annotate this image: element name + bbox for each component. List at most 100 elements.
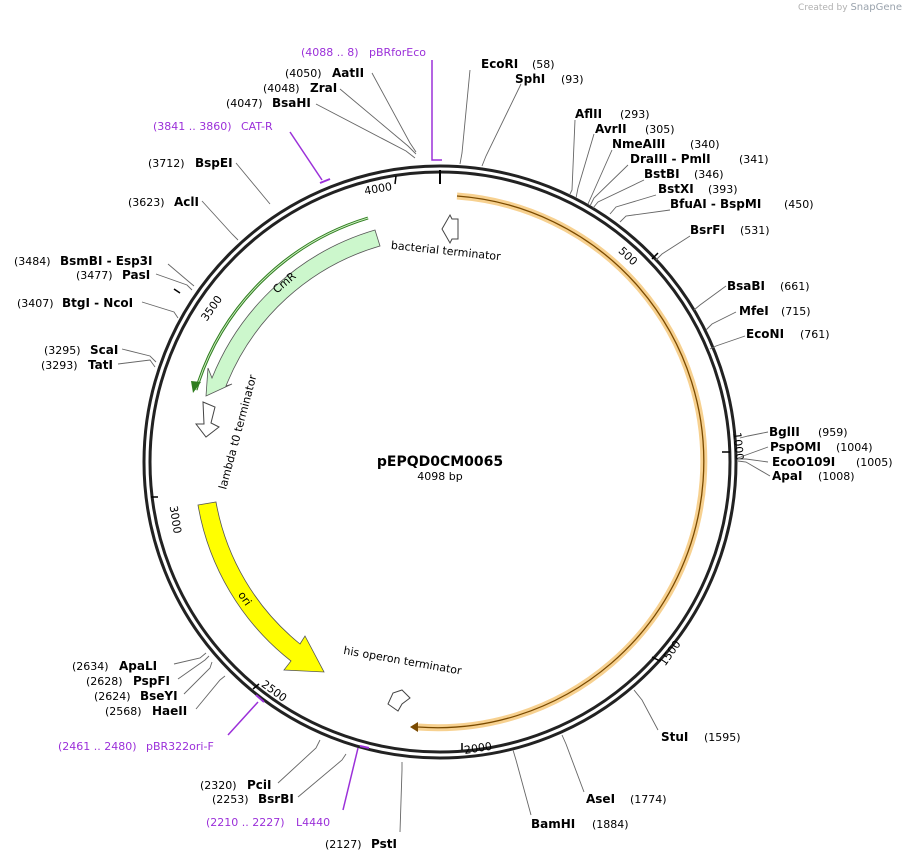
svg-text:ApaI: ApaI xyxy=(772,469,802,483)
svg-text:(450): (450) xyxy=(784,198,814,211)
svg-text:(340): (340) xyxy=(690,138,720,151)
primer-label[interactable]: (2210 .. 2227)L4440 xyxy=(206,816,330,829)
site-label[interactable]: BamHI(1884) xyxy=(531,817,629,831)
site-label[interactable]: (2624)BseYI xyxy=(94,689,178,703)
svg-text:BtgI - NcoI: BtgI - NcoI xyxy=(62,296,133,310)
svg-text:(3477): (3477) xyxy=(76,269,113,282)
terminator-arrow-icon xyxy=(441,213,459,245)
site-label[interactable]: DraIII - PmlI(341) xyxy=(630,152,769,166)
svg-text:EcoO109I: EcoO109I xyxy=(772,455,835,469)
feature-cmr[interactable] xyxy=(205,229,381,397)
site-label[interactable]: (2634)ApaLI xyxy=(72,659,157,673)
svg-text:PasI: PasI xyxy=(122,268,150,282)
site-label[interactable]: (4048) ZraI xyxy=(263,81,337,95)
highlight-arrowhead xyxy=(410,722,418,732)
tick-label: 3000 xyxy=(167,505,184,535)
svg-text:(531): (531) xyxy=(740,224,770,237)
svg-text:ZraI: ZraI xyxy=(310,81,337,95)
primer-labels: (4088 .. 8)pBRforEco (3841 .. 3860)CAT-R… xyxy=(58,46,426,829)
svg-text:(4048): (4048) xyxy=(263,82,300,95)
site-label[interactable]: (3712)BspEI xyxy=(148,156,233,170)
site-label[interactable]: (3293)TatI xyxy=(41,358,113,372)
site-label[interactable]: NmeAIII (340) xyxy=(612,137,720,151)
site-label[interactable]: (2127)PstI xyxy=(325,837,397,851)
svg-text:PciI: PciI xyxy=(247,778,272,792)
site-label[interactable]: AflII(293) xyxy=(575,107,650,121)
site-label[interactable]: EcoNI(761) xyxy=(746,327,830,341)
snapgene-credit: Created by SnapGene xyxy=(798,2,902,13)
site-label[interactable]: BstXI(393) xyxy=(658,182,738,196)
primer-label[interactable]: (4088 .. 8)pBRforEco xyxy=(301,46,426,59)
site-labels-right: EcoRI(58) SphI (93) AflII(293) AvrII(305)… xyxy=(481,57,893,831)
site-label[interactable]: SphI (93) xyxy=(515,72,584,86)
site-label[interactable]: (2628) PspFI xyxy=(86,674,170,688)
svg-text:BsaHI: BsaHI xyxy=(272,96,311,110)
site-label[interactable]: (2320) PciI xyxy=(200,778,272,792)
site-label[interactable]: PspOMI (1004) xyxy=(770,440,873,454)
svg-text:(715): (715) xyxy=(781,305,811,318)
terminator-his-operon[interactable]: his operon terminator xyxy=(342,644,463,712)
site-label[interactable]: BfuAI - BspMI(450) xyxy=(670,197,814,211)
svg-text:(4088 .. 8): (4088 .. 8) xyxy=(301,46,359,59)
svg-text:(1004): (1004) xyxy=(836,441,873,454)
terminator-bacterial[interactable]: bacterial terminator xyxy=(390,213,502,263)
svg-text:BsmBI - Esp3I: BsmBI - Esp3I xyxy=(60,254,152,268)
site-label[interactable]: (3484)BsmBI - Esp3I xyxy=(14,254,152,268)
site-label[interactable]: BsaBI(661) xyxy=(727,279,810,293)
site-label[interactable]: BsrFI(531) xyxy=(690,223,770,237)
terminator-label: lambda t0 terminator xyxy=(216,373,259,491)
site-label[interactable]: MfeI(715) xyxy=(739,304,811,318)
svg-text:AclI: AclI xyxy=(174,195,199,209)
primer-label[interactable]: (2461 .. 2480) pBR322ori-F xyxy=(58,740,214,753)
highlight-arc-core xyxy=(417,195,705,729)
svg-text:PspOMI: PspOMI xyxy=(770,440,821,454)
site-label[interactable]: (3295)ScaI xyxy=(44,343,118,357)
svg-text:NmeAIII: NmeAIII xyxy=(612,137,665,151)
site-label[interactable]: ApaI(1008) xyxy=(772,469,855,483)
terminator-lambda-t0[interactable]: lambda t0 terminator xyxy=(194,373,260,491)
site-label[interactable]: AvrII(305) xyxy=(595,122,675,136)
site-label[interactable]: AseI (1774) xyxy=(586,792,667,806)
svg-text:PspFI: PspFI xyxy=(133,674,170,688)
svg-text:AvrII: AvrII xyxy=(595,122,627,136)
site-label[interactable]: (3477) PasI xyxy=(76,268,150,282)
site-label[interactable]: (3407)BtgI - NcoI xyxy=(17,296,133,310)
svg-text:ScaI: ScaI xyxy=(90,343,118,357)
feature-ori[interactable] xyxy=(197,501,325,673)
svg-text:BglII: BglII xyxy=(769,425,800,439)
terminator-label: his operon terminator xyxy=(342,644,463,678)
site-label[interactable]: EcoRI(58) xyxy=(481,57,555,71)
site-label[interactable]: (2568) HaeII xyxy=(105,704,187,718)
site-label[interactable]: (3623)AclI xyxy=(128,195,199,209)
site-label[interactable]: StuI(1595) xyxy=(661,730,741,744)
site-label[interactable]: BglII(959) xyxy=(769,425,848,439)
site-label[interactable]: EcoO109I(1005) xyxy=(772,455,893,469)
leader-lines xyxy=(117,69,771,833)
svg-text:SphI: SphI xyxy=(515,72,545,86)
svg-text:(2320): (2320) xyxy=(200,779,237,792)
site-label[interactable]: (4050)AatII xyxy=(285,66,364,80)
tick-label: 4000 xyxy=(363,180,393,198)
svg-text:BsaBI: BsaBI xyxy=(727,279,765,293)
svg-text:BseYI: BseYI xyxy=(140,689,178,703)
svg-text:(93): (93) xyxy=(561,73,584,86)
svg-text:TatI: TatI xyxy=(88,358,113,372)
primer-label[interactable]: (3841 .. 3860)CAT-R xyxy=(153,120,273,133)
svg-text:AseI: AseI xyxy=(586,792,615,806)
svg-text:(1774): (1774) xyxy=(630,793,667,806)
site-label[interactable]: (4047)BsaHI xyxy=(226,96,311,110)
svg-text:HaeII: HaeII xyxy=(152,704,187,718)
terminator-label: bacterial terminator xyxy=(390,239,501,263)
site-label[interactable]: (2253)BsrBI xyxy=(212,792,294,806)
svg-text:(761): (761) xyxy=(800,328,830,341)
svg-text:(2461 .. 2480): (2461 .. 2480) xyxy=(58,740,137,753)
svg-text:(293): (293) xyxy=(620,108,650,121)
site-label[interactable]: BstBI(346) xyxy=(644,167,724,181)
svg-text:CAT-R: CAT-R xyxy=(241,120,273,133)
svg-text:pBR322ori-F: pBR322ori-F xyxy=(146,740,214,753)
svg-text:(2568): (2568) xyxy=(105,705,142,718)
plasmid-name: pEPQD0CM0065 xyxy=(377,454,503,470)
terminator-arrow-icon xyxy=(387,689,411,712)
svg-text:(2628): (2628) xyxy=(86,675,123,688)
svg-text:PstI: PstI xyxy=(371,837,397,851)
